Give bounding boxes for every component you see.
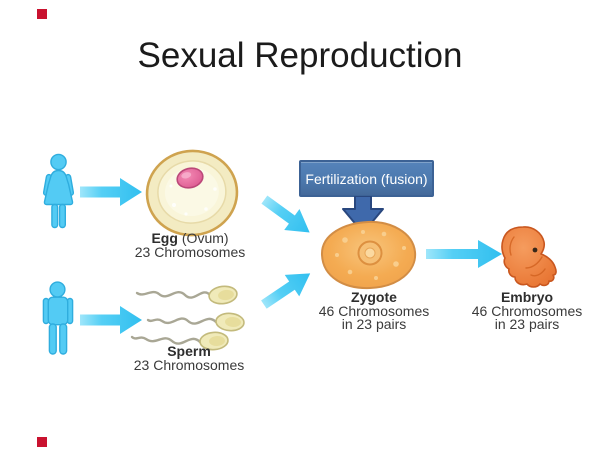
zygote-nucleus [357, 240, 383, 266]
embryo-label: Embryo 46 Chromosomes in 23 pairs [467, 289, 587, 332]
egg-nucleus [176, 167, 204, 189]
male-person-icon [42, 281, 74, 355]
zygote-chromosomes: 46 Chromosomes [318, 302, 430, 319]
zygote-pairs: in 23 pairs [341, 316, 407, 332]
embryo-fetus-icon [501, 226, 557, 288]
zygote-name: Zygote [351, 289, 397, 305]
egg-label: Egg(Ovum) 23 Chromosomes [128, 230, 252, 260]
embryo-pairs: in 23 pairs [494, 316, 560, 332]
female-person-icon [42, 153, 75, 229]
sperm-label: Sperm 23 Chromosomes [128, 343, 250, 373]
zygote-label: Zygote 46 Chromosomes in 23 pairs [314, 289, 434, 332]
zygote-to-embryo-arrow-icon [426, 240, 502, 268]
female-to-egg-arrow-icon [80, 178, 142, 206]
slide-accent-square-bottom [37, 437, 47, 447]
embryo-name: Embryo [500, 289, 554, 305]
sperm-cells-icon [130, 285, 245, 351]
egg-cell-icon [145, 149, 239, 237]
slide-title: Sexual Reproduction [137, 36, 463, 75]
embryo-eye [532, 247, 538, 253]
slide-accent-square-top [37, 9, 47, 19]
egg-name-suffix: (Ovum) [181, 230, 229, 246]
zygote-cell-icon [320, 220, 417, 290]
egg-name-line: Egg(Ovum) [128, 230, 252, 246]
fertilization-label: Fertilization (fusion) [305, 170, 428, 187]
egg-to-zygote-arrow-icon [261, 195, 310, 233]
sperm-to-zygote-arrow-icon [260, 273, 311, 309]
sperm-name: Sperm [167, 343, 211, 359]
sperm-chromosomes: 23 Chromosomes [133, 356, 245, 373]
egg-name: Egg [151, 230, 178, 246]
male-to-sperm-arrow-icon [80, 306, 142, 334]
embryo-chromosomes: 46 Chromosomes [471, 302, 583, 319]
fertilization-callout-box: Fertilization (fusion) [299, 160, 434, 197]
egg-chromosomes: 23 Chromosomes [134, 243, 246, 260]
